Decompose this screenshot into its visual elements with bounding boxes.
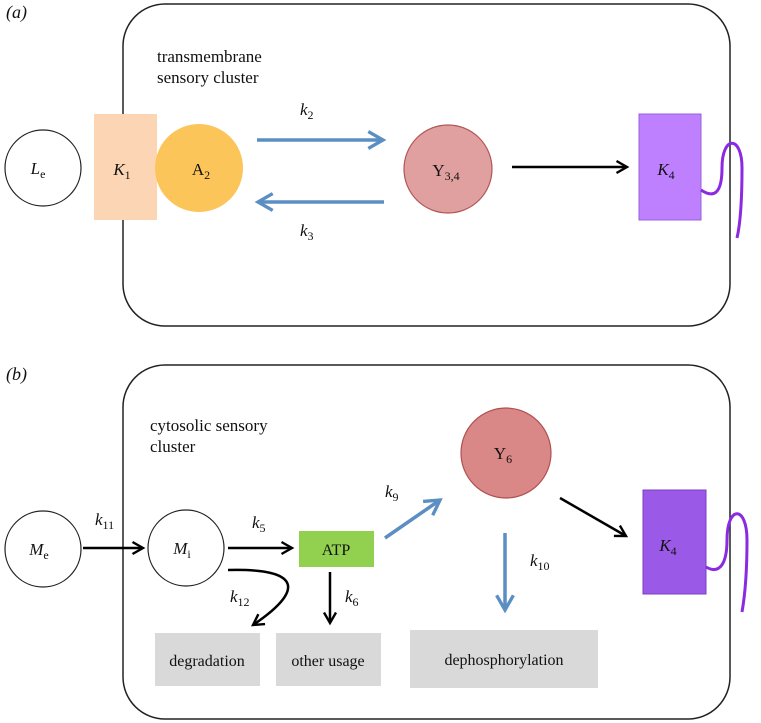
ligand-node xyxy=(4,129,82,207)
external-metabolite-node xyxy=(4,510,82,588)
receptor-k1-node xyxy=(94,114,157,220)
cluster-b-title-line2: cluster xyxy=(150,437,196,456)
receptor-k1-label: K1 xyxy=(112,160,130,182)
internal-metabolite-node xyxy=(147,509,225,587)
external-metabolite-label: Me xyxy=(28,540,49,562)
rate-k5-label: k5 xyxy=(252,513,266,535)
rate-k9-label: k9 xyxy=(385,482,399,504)
rate-k2-label: k2 xyxy=(300,100,314,122)
kinase-k4-node xyxy=(638,113,702,221)
adaptor-a2-node xyxy=(155,124,243,212)
rate-k3-label: k3 xyxy=(300,221,314,243)
kinase-k4-b-label: K4 xyxy=(658,536,676,558)
regulator-y6-node xyxy=(460,407,552,499)
cluster-a-title-line2: sensory cluster xyxy=(157,68,259,87)
adaptor-a2-label: A2 xyxy=(192,160,210,182)
rate-k12-label: k12 xyxy=(230,587,250,609)
regulator-y6-label: Y6 xyxy=(494,444,512,466)
arrow-k12 xyxy=(227,568,290,627)
cluster-a-title-line1: transmembrane xyxy=(157,47,262,66)
internal-metabolite-label: Mi xyxy=(172,539,191,561)
dephosphorylation-box xyxy=(410,630,598,688)
rate-k11-label: k11 xyxy=(95,510,114,532)
regulator-y34-label: Y3,4 xyxy=(432,161,459,183)
panel-b: (b) cytosolic sensory cluster Me k11 Mi … xyxy=(4,364,749,720)
panel-a: (a) transmembrane sensory cluster Le K1 … xyxy=(4,2,744,327)
degradation-box xyxy=(155,633,260,686)
regulator-y34-node xyxy=(403,124,493,214)
other-usage-box xyxy=(276,633,381,686)
kinase-k4-label: K4 xyxy=(656,160,674,182)
arrow-k9 xyxy=(384,498,443,540)
rate-k10-label: k10 xyxy=(530,551,550,573)
kinase-k4-b-node xyxy=(642,489,707,595)
cluster-b-title-line1: cytosolic sensory xyxy=(150,416,268,435)
panel-b-label: (b) xyxy=(6,364,27,385)
atp-label: ATP xyxy=(322,542,351,559)
other-usage-label: other usage xyxy=(291,653,364,670)
kinase-k4-tail xyxy=(700,141,744,239)
dephosphorylation-label: dephosphorylation xyxy=(444,652,563,669)
rate-k6-label: k6 xyxy=(345,587,359,609)
arrow-y6-to-k4 xyxy=(559,496,629,538)
degradation-label: degradation xyxy=(169,653,245,670)
atp-node xyxy=(299,531,374,567)
kinase-k4-b-tail xyxy=(705,512,749,613)
ligand-label: Le xyxy=(30,159,46,181)
panel-a-label: (a) xyxy=(6,2,27,23)
